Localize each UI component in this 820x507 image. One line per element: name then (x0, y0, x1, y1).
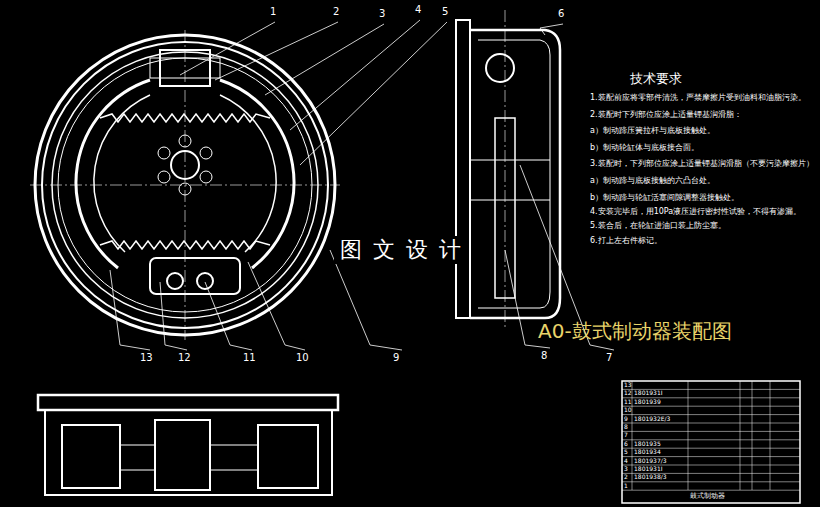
title-block-name: 鼓式制动器 (690, 493, 725, 501)
callout-number: 3 (379, 8, 385, 19)
table-cell: 1 (624, 483, 628, 490)
table-cell: 13 (624, 382, 632, 389)
table-cell: 1801931I (634, 390, 663, 397)
leader-lines (110, 20, 614, 350)
callout-number: 2 (333, 6, 339, 17)
table-cell: 1801932E/3 (634, 416, 670, 423)
table-cell: 11 (624, 399, 632, 406)
callout-number: 12 (178, 352, 191, 363)
callout-number: 4 (415, 4, 421, 15)
table-cell: 1801938/3 (634, 474, 667, 481)
callout-number: 13 (140, 352, 153, 363)
table-cell: 1801935 (634, 441, 661, 448)
technical-note: b）制动蹄与轮缸活塞间隙调整器接触处。 (590, 194, 739, 203)
callout-number: 7 (606, 352, 612, 363)
table-cell: 12 (624, 390, 632, 397)
table-cell: 8 (624, 424, 628, 431)
technical-note: a）制动蹄压簧拉杆与底板接触处。 (590, 127, 715, 136)
side-view (456, 10, 560, 330)
callout-number: 5 (442, 6, 448, 17)
table-cell: 5 (624, 449, 628, 456)
watermark: 图 文 设 计 (334, 236, 469, 264)
technical-note: 6.打上左右件标记。 (590, 237, 662, 246)
front-view (30, 30, 340, 340)
callout-number: 11 (243, 352, 256, 363)
table-cell: 1801939 (634, 399, 661, 406)
table-cell: 6 (624, 441, 628, 448)
table-cell: 3 (624, 466, 628, 473)
technical-note: 4.安装完毕后，用10Pa液压进行密封性试验，不得有渗漏。 (590, 208, 801, 217)
table-cell: 7 (624, 432, 628, 439)
table-cell: 10 (624, 407, 632, 414)
callout-number: 1 (270, 6, 276, 17)
callout-number: 9 (393, 352, 399, 363)
technical-note: a）制动蹄与底板接触的六凸台处。 (590, 177, 715, 186)
drawing-title: A0-鼓式制动器装配图 (538, 320, 732, 342)
technical-note: 1.装配前应将零部件清洗，严禁摩擦片受到油料和油脂污染。 (590, 94, 806, 103)
table-cell: 4 (624, 458, 628, 465)
technical-note: 3.装配时，下列部位应涂上适量锂基润滑脂（不要污染摩擦片） (590, 160, 814, 169)
table-cell: 9 (624, 416, 628, 423)
callout-number: 10 (296, 352, 309, 363)
table-cell: 1801937/3 (634, 458, 667, 465)
technical-note: 2.装配时下列部位应涂上适量锂基润滑脂： (590, 111, 742, 120)
notes-heading: 技术要求 (630, 72, 682, 86)
callout-number: 6 (558, 8, 564, 19)
bottom-view (38, 395, 338, 495)
technical-note: 5.装合后，在轮缸进油口装上防尘塞。 (590, 222, 726, 231)
callout-number: 8 (541, 350, 547, 361)
table-cell: 1801931I (634, 466, 663, 473)
table-cell: 1801934 (634, 449, 661, 456)
table-cell: 2 (624, 474, 628, 481)
title-block (622, 381, 800, 503)
technical-note: b）制动轮缸体与底板接合面。 (590, 144, 699, 153)
